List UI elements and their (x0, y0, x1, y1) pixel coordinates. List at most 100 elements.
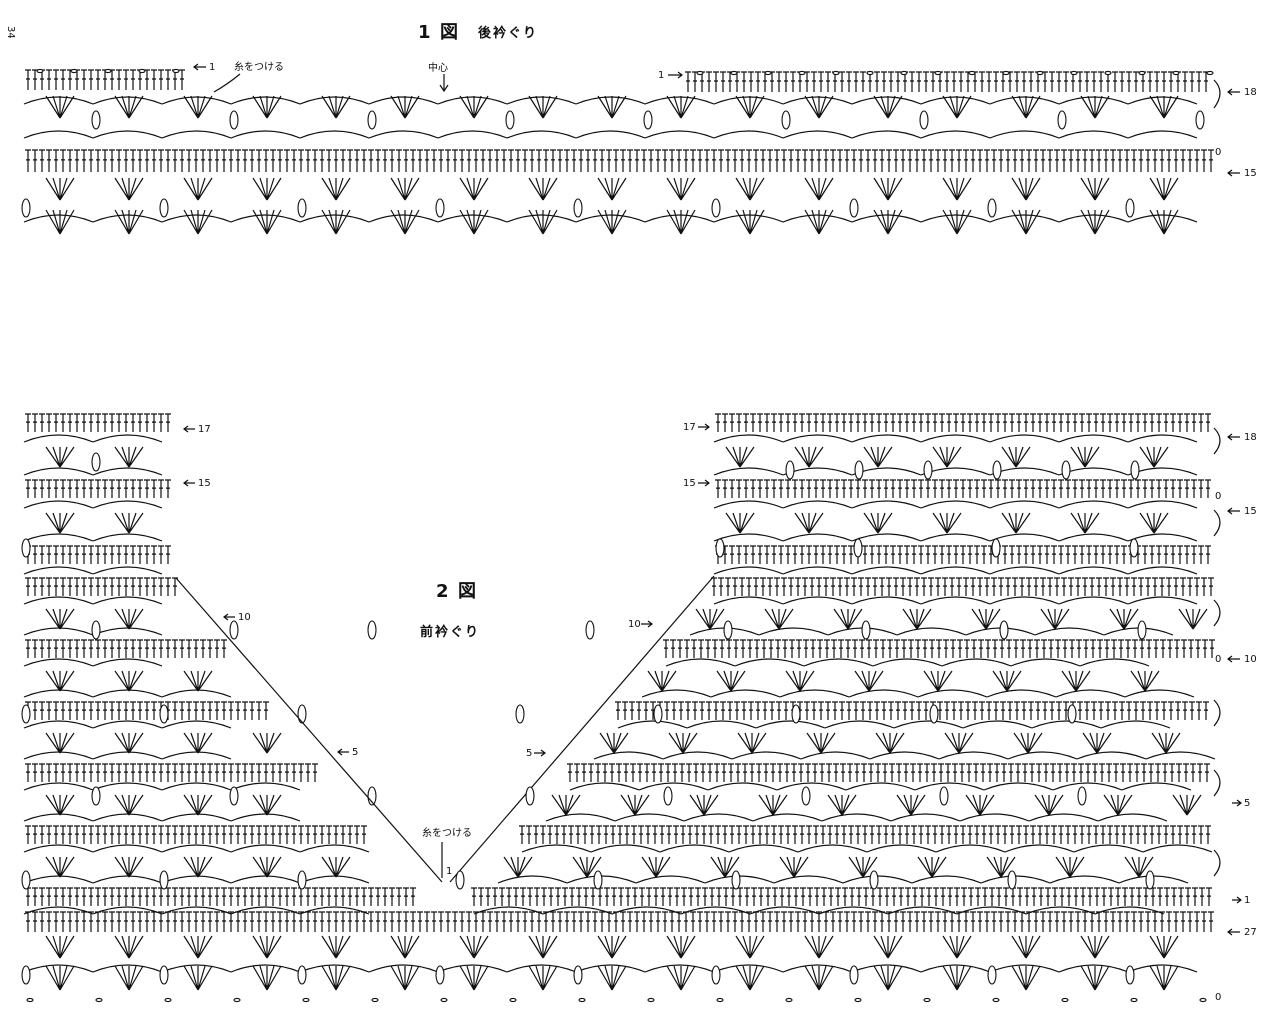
double-crochet-row (25, 887, 416, 906)
chain-dot (832, 70, 840, 76)
fan-cluster-row (725, 512, 1169, 534)
chain-arch-row (23, 964, 1198, 973)
left-row-arrows-icon (183, 425, 349, 756)
picot-oval (1130, 460, 1140, 480)
picot-oval (987, 198, 997, 218)
chain-dot (785, 997, 793, 1003)
figure1-number: 1 (418, 22, 434, 43)
chain-dot (172, 68, 180, 74)
picot-oval (21, 870, 31, 890)
double-crochet-row (25, 69, 185, 90)
picot-oval (515, 704, 525, 724)
double-crochet-row (25, 825, 367, 844)
chain-arch-row (713, 434, 1198, 443)
chain-dot (371, 997, 379, 1003)
double-crochet-row (471, 887, 1212, 906)
left-arrow-icon (193, 63, 206, 71)
chain-dot (26, 997, 34, 1003)
chain-dot (900, 70, 908, 76)
fan-cluster-row (45, 446, 144, 468)
picot-oval (297, 198, 307, 218)
figure2-right-outer-18: 18 (1244, 432, 1257, 443)
picot-oval (159, 965, 169, 985)
chain-dot (647, 997, 655, 1003)
chain-dot (1002, 70, 1010, 76)
chain-arch-row (23, 96, 1198, 105)
chain-dot (968, 70, 976, 76)
row-arrow-icon (1227, 169, 1240, 177)
fan-cluster-row (725, 446, 1169, 468)
chain-arch-row (23, 214, 1198, 223)
chain-arch-row (593, 751, 1216, 760)
fan-cluster-row (45, 670, 213, 692)
picot-oval (723, 620, 733, 640)
figure2-left-label-10: 10 (238, 612, 251, 623)
chain-arch-row (713, 596, 1198, 605)
figure2-right-outer-27: 27 (1244, 927, 1257, 938)
double-crochet-row (25, 701, 269, 720)
picot-oval (992, 460, 1002, 480)
figure2-right-inner-10: 10 (628, 619, 641, 630)
double-crochet-row (567, 763, 1210, 782)
chain-arch-row (473, 906, 1165, 915)
picot-oval (1057, 110, 1067, 130)
fan-cluster-row (503, 856, 1154, 878)
picot-oval (505, 110, 515, 130)
picot-oval (643, 110, 653, 130)
double-crochet-row (25, 763, 318, 782)
figure1-attach-label: 糸をつける (234, 61, 284, 73)
double-crochet-row (25, 149, 1214, 172)
turning-chain (1213, 79, 1221, 109)
picot-oval (525, 786, 535, 806)
fan-cluster-row (45, 177, 1179, 201)
fan-cluster-row (45, 935, 1179, 959)
picot-oval (791, 704, 801, 724)
turning-chain (1213, 849, 1221, 877)
figure1-row-label-18: 18 (1244, 87, 1257, 98)
turning-chain (1213, 599, 1221, 627)
picot-oval (1077, 786, 1087, 806)
figure2-left-label-15: 15 (198, 478, 211, 489)
double-crochet-row (25, 577, 178, 596)
double-crochet-row (715, 479, 1211, 498)
chain-arch-row (713, 533, 1198, 542)
chain-arch-row (23, 906, 370, 915)
figure2-right-outer-15: 15 (1244, 506, 1257, 517)
chain-dot (854, 997, 862, 1003)
figure2-attach-row: 1 (446, 866, 452, 877)
chain-arch-row (23, 689, 232, 698)
chain-dot (1104, 70, 1112, 76)
zero-mark: 0 (1215, 491, 1221, 502)
chain-dot (1061, 997, 1069, 1003)
picot-oval (91, 110, 101, 130)
stitch-pattern (21, 68, 1221, 1003)
chain-dot (233, 997, 241, 1003)
chain-arch-row (23, 658, 163, 667)
chain-dot (36, 68, 44, 74)
picot-oval (367, 620, 377, 640)
picot-oval (869, 870, 879, 890)
picot-oval (715, 538, 725, 558)
right-inner-arrows-icon (534, 423, 710, 757)
picot-oval (653, 704, 663, 724)
chain-arch-row (713, 467, 1198, 476)
zero-mark: 0 (1215, 992, 1221, 1003)
figure1-arrow-label-left: 1 (209, 62, 215, 73)
chain-arch-row (23, 751, 232, 760)
figure2-right-outer-5: 5 (1244, 798, 1250, 809)
figure2-number: 2 (436, 581, 452, 602)
chain-arch-row (23, 434, 163, 443)
picot-oval (91, 786, 101, 806)
page-number: 34 (5, 26, 16, 39)
double-crochet-row (519, 825, 1211, 844)
figure1-row-label-15: 15 (1244, 168, 1257, 179)
figure2-right-inner-17: 17 (683, 422, 696, 433)
chain-arch-row (23, 720, 232, 729)
left-neck-edge (175, 577, 443, 883)
row-arrow-icon (1227, 88, 1240, 96)
double-crochet-row (711, 577, 1214, 596)
fan-cluster-row (599, 732, 1181, 754)
figure2-right-outer-10: 10 (1244, 654, 1257, 665)
picot-oval (573, 965, 583, 985)
chain-dot (578, 997, 586, 1003)
